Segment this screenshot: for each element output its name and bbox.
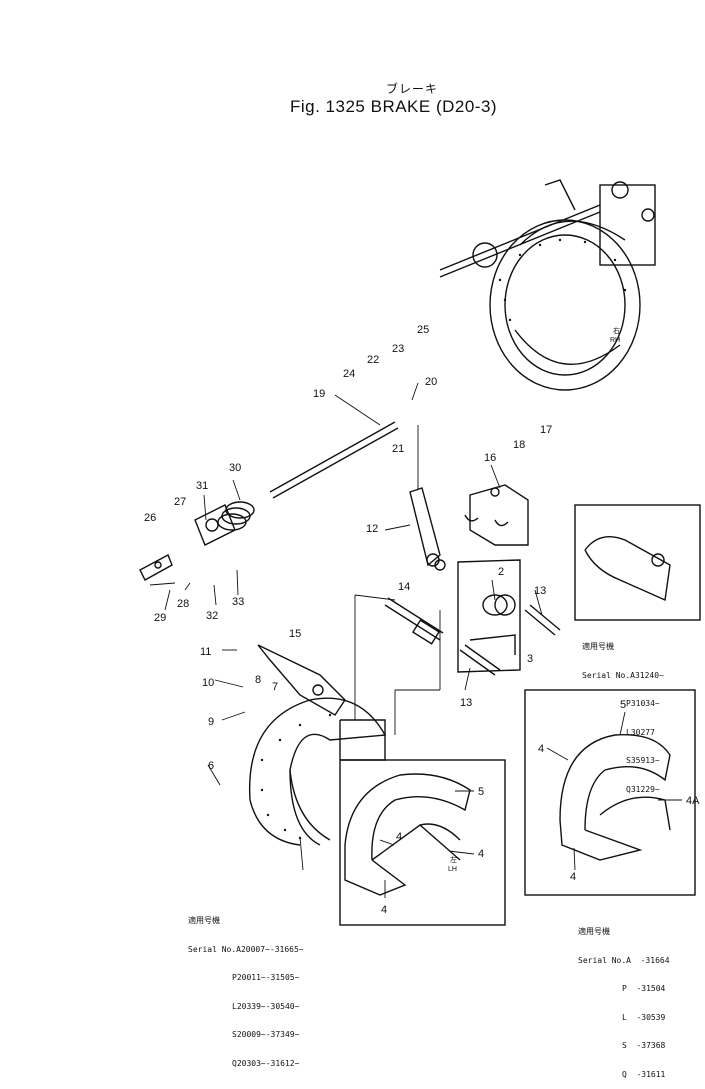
bolt-14 — [384, 597, 444, 645]
brake-assembly-rh — [439, 179, 656, 391]
serial-line: S -37368 — [622, 1041, 666, 1050]
callout-14: 14 — [398, 581, 410, 593]
callout-4a: 4A — [686, 795, 700, 807]
callout-33: 33 — [232, 596, 244, 608]
flange-31 — [194, 504, 236, 546]
callout-11: 11 — [200, 646, 211, 658]
pin-13-upper — [524, 604, 561, 636]
callout-7: 7 — [272, 681, 278, 693]
parts-diagram: 25 22 23 24 20 19 21 17 18 16 31 30 27 2… — [139, 179, 701, 926]
serial-line: Serial No.A -31664 — [578, 955, 670, 965]
serial-heading: 適用号機 — [578, 927, 610, 936]
callout-9: 9 — [208, 716, 214, 728]
bracket-2 — [457, 559, 521, 673]
callout-4-rh-b: 4 — [570, 871, 576, 883]
callout-29: 29 — [154, 612, 166, 624]
callout-20: 20 — [425, 376, 437, 388]
callout-16: 16 — [484, 452, 496, 464]
callout-19: 19 — [313, 388, 325, 400]
lining-box-rh — [524, 689, 696, 896]
callout-4-lh-c: 4 — [381, 904, 387, 916]
callout-labels: 25 22 23 24 20 19 21 17 18 16 31 30 27 2… — [144, 324, 700, 916]
callout-4-rh-a: 4 — [538, 743, 544, 755]
callout-4-lh-b: 4 — [478, 848, 484, 860]
callout-31: 31 — [196, 480, 208, 492]
serial-line: S20009~-37349~ — [232, 1030, 300, 1039]
detail-inset-drawing — [584, 536, 671, 602]
serial-line: Serial No.A20007~-31665~ — [188, 944, 304, 954]
lh-jp-label: 左 — [450, 855, 457, 864]
serial-heading: 適用号機 — [188, 916, 220, 925]
serial-line: Serial No.A31240~ — [582, 670, 664, 680]
figure-title: Fig. 1325 BRAKE (D20-3) — [290, 97, 498, 116]
callout-21: 21 — [392, 443, 404, 455]
side-labels: 右 RH 左 LH — [448, 326, 620, 873]
serial-block-inset: 適用号機 Serial No.A31240~ P31034~ L30277 S3… — [582, 623, 664, 804]
callout-12: 12 — [366, 523, 378, 535]
lining-lh — [344, 773, 471, 896]
clevis-26 — [139, 554, 173, 581]
rh-label: RH — [610, 337, 620, 344]
callout-30: 30 — [229, 462, 241, 474]
bracket-15 — [257, 644, 346, 716]
pin-13-lower — [459, 644, 501, 676]
callout-32: 32 — [206, 610, 218, 622]
serial-line: L -30539 — [622, 1012, 666, 1022]
serial-line: S35913~ — [626, 756, 660, 765]
callout-22: 22 — [367, 354, 379, 366]
callout-8: 8 — [255, 674, 261, 686]
serial-block-lh: 適用号機 Serial No.A20007~-31665~ P20011~-31… — [188, 897, 304, 1078]
callout-6: 6 — [208, 760, 214, 772]
serial-line: P31034~ — [626, 699, 660, 708]
rh-jp-label: 右 — [613, 326, 620, 335]
callout-25: 25 — [417, 324, 429, 336]
serial-line: Q -31611 — [622, 1069, 666, 1079]
serial-line: P -31504 — [622, 984, 666, 993]
title-japanese: ブレーキ — [386, 82, 439, 96]
serial-line: L20339~-30540~ — [232, 1001, 300, 1011]
serial-line: Q20303~-31612~ — [232, 1058, 300, 1068]
callout-17: 17 — [540, 424, 552, 436]
callout-24: 24 — [343, 368, 355, 380]
callout-10: 10 — [202, 677, 214, 689]
callout-26: 26 — [144, 512, 156, 524]
callout-18: 18 — [513, 439, 525, 451]
callout-23: 23 — [392, 343, 404, 355]
serial-line: L30277 — [626, 727, 655, 737]
lh-label: LH — [448, 866, 457, 873]
detail-inset — [574, 504, 701, 621]
callout-5-lh: 5 — [478, 786, 484, 798]
callout-2: 2 — [498, 566, 504, 578]
rod-19 — [269, 421, 399, 499]
callout-15: 15 — [289, 628, 301, 640]
serial-line: Q31229~ — [626, 784, 660, 794]
callout-3: 3 — [527, 653, 533, 665]
bracket-16 — [464, 484, 529, 546]
lever-12 — [409, 487, 446, 571]
callout-28: 28 — [177, 598, 189, 610]
serial-heading: 適用号機 — [582, 642, 614, 651]
callout-4-lh-a: 4 — [396, 831, 402, 843]
callout-27: 27 — [174, 496, 186, 508]
bellows-30 — [217, 501, 255, 531]
callout-13-upper: 13 — [534, 585, 546, 597]
callout-5-rh: 5 — [620, 699, 626, 711]
lining-box-lh — [339, 759, 506, 926]
callout-13-lower: 13 — [460, 697, 472, 709]
serial-block-rh: 適用号機 Serial No.A -31664 P -31504 L -3053… — [578, 908, 670, 1089]
brake-band-lh — [248, 697, 387, 846]
serial-line: P20011~-31505~ — [232, 973, 300, 982]
